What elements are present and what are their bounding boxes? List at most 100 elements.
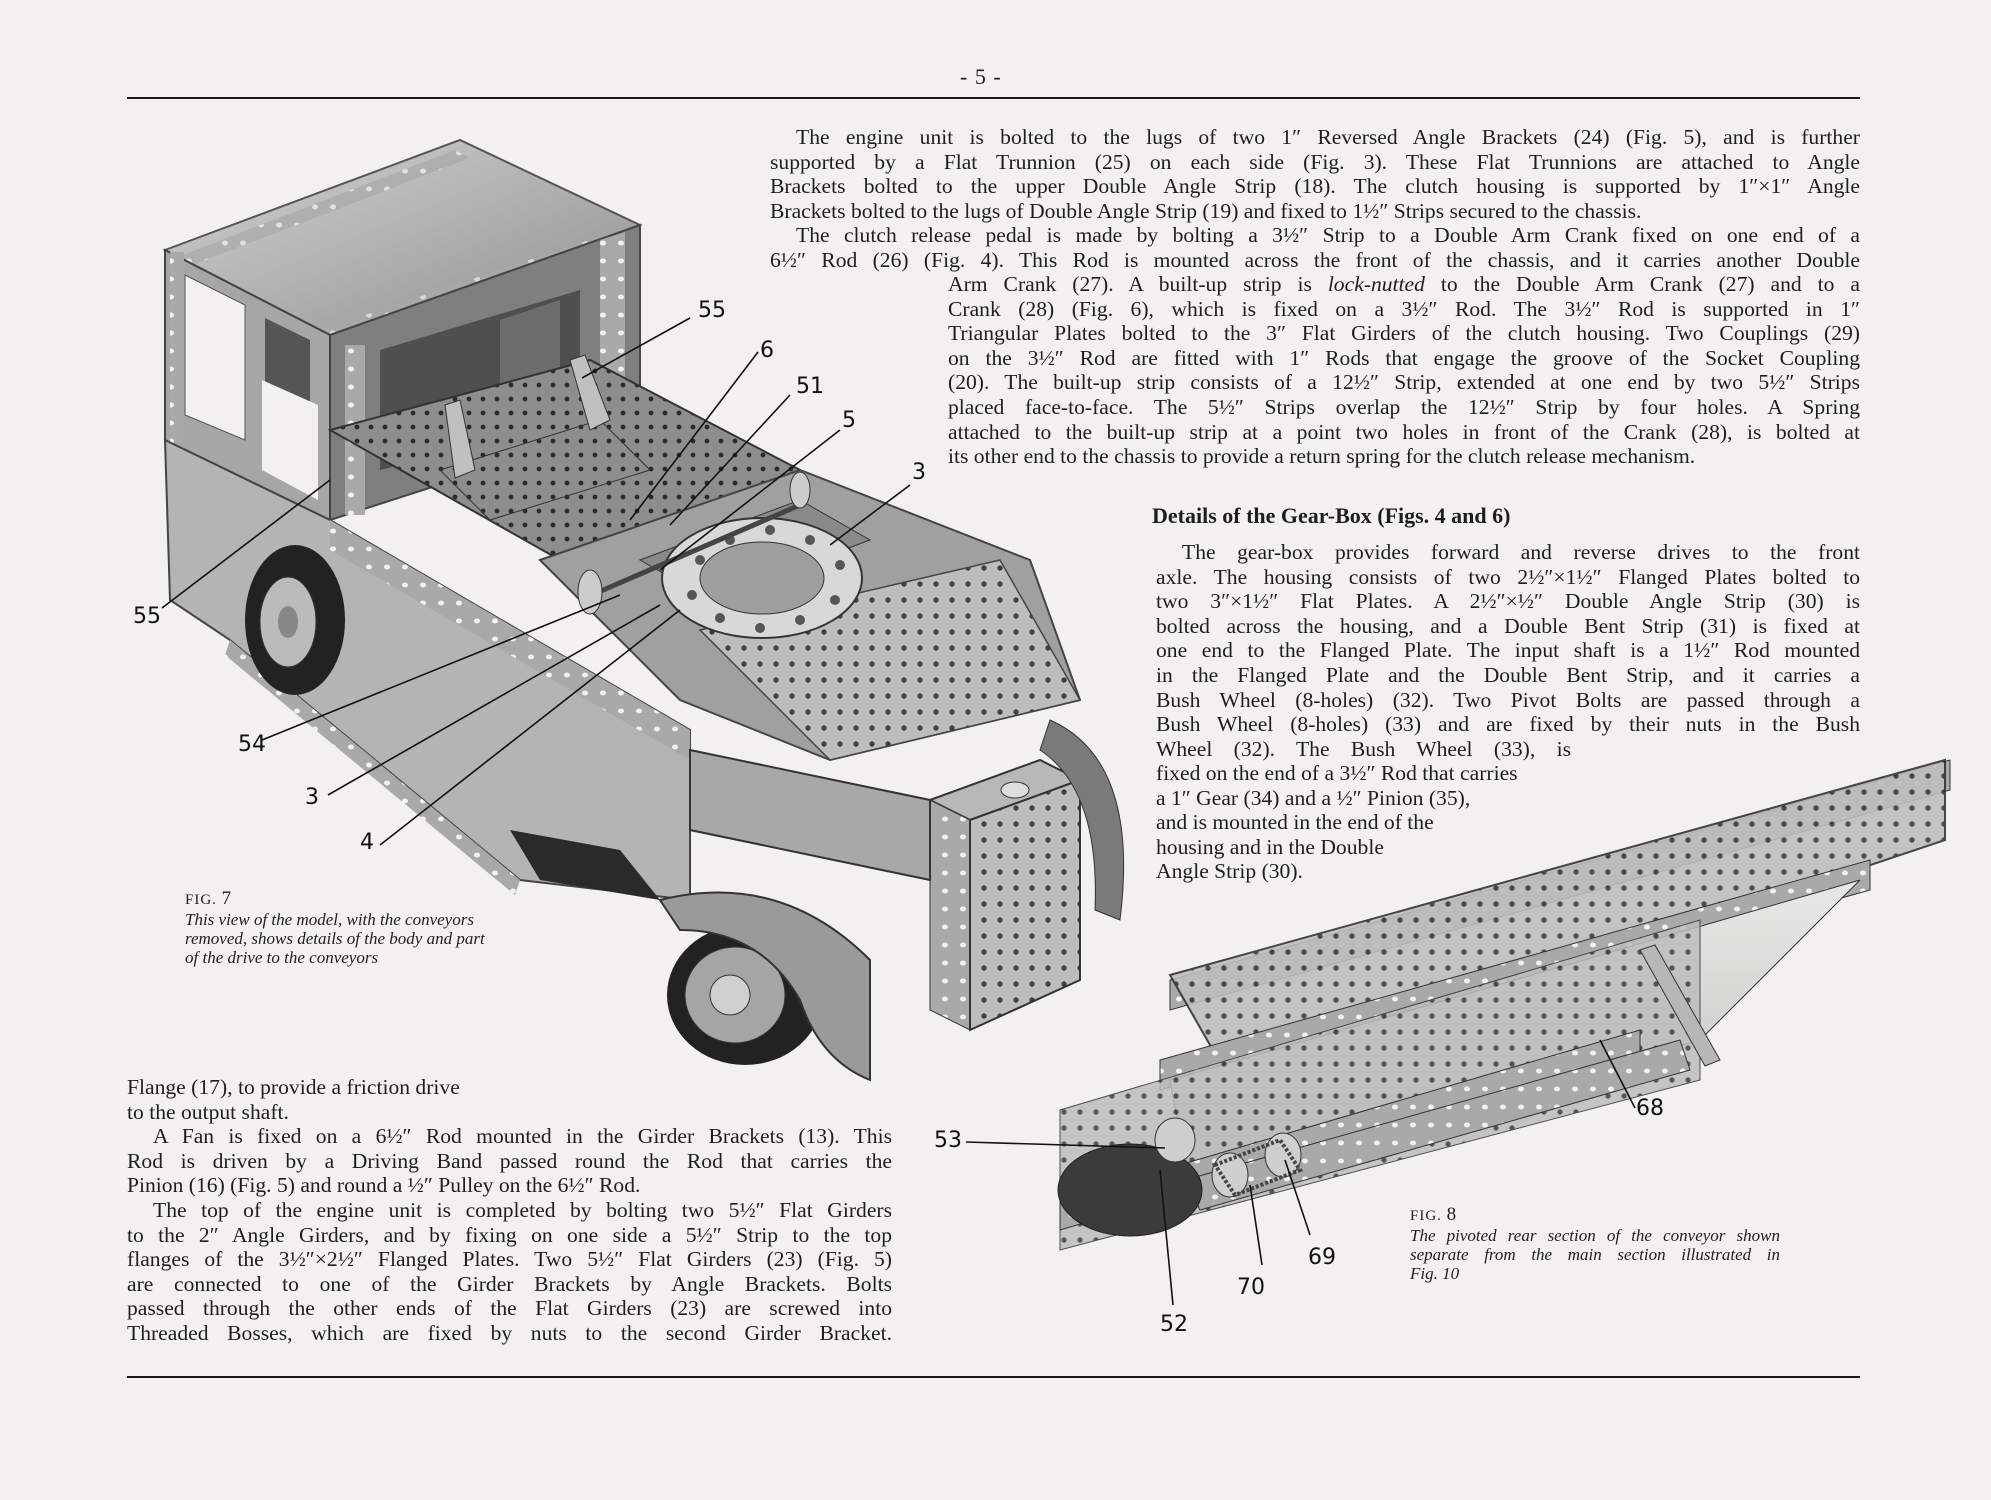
text-line: Pinion (16) (Fig. 5) and round a ½″ Pull… bbox=[127, 1173, 641, 1198]
text-line: Threaded Bosses, which are fixed by nuts… bbox=[127, 1320, 892, 1345]
text-line: placed face-to-face. The 5½″ Strips over… bbox=[948, 394, 1860, 419]
cab bbox=[162, 138, 643, 522]
callout-52: 52 bbox=[1160, 1312, 1188, 1337]
text-line: to the output shaft. bbox=[127, 1099, 289, 1124]
leader-6 bbox=[629, 351, 759, 521]
callout-70: 70 bbox=[1237, 1275, 1265, 1300]
leader-52 bbox=[1159, 1169, 1174, 1306]
text-line: Crank (28) (Fig. 6), which is fixed on a… bbox=[948, 296, 1860, 321]
callout-6: 6 bbox=[760, 338, 774, 363]
caption-line: separate from the main section illustrat… bbox=[1410, 1245, 1780, 1264]
text-line: Triangular Plates bolted to the 3″ Flat … bbox=[948, 321, 1860, 346]
text-line: are connected to one of the Girder Brack… bbox=[127, 1271, 892, 1296]
engine-unit-paragraph: The engine unit is bolted to the lugs of… bbox=[770, 125, 1860, 273]
text-line: flanges of the 3½″×2½″ Flanged Plates. T… bbox=[127, 1247, 892, 1272]
text-run: Arm Crank (27). A built-up strip is bbox=[948, 272, 1328, 296]
callout-55-left: 55 bbox=[133, 604, 161, 629]
fig-number: 8 bbox=[1446, 1204, 1458, 1225]
gearbox-paragraph-continued: fixed on the end of a 3½″ Rod that carri… bbox=[1156, 761, 1576, 884]
callout-68: 68 bbox=[1636, 1096, 1664, 1121]
callout-3-left: 3 bbox=[305, 785, 319, 810]
leader-54 bbox=[261, 594, 621, 741]
text-line: on the 3½″ Rod are fitted with 1″ Rods t… bbox=[948, 345, 1860, 370]
leader-51 bbox=[669, 394, 791, 526]
figure-7-caption-text: This view of the model, with the conveyo… bbox=[185, 910, 485, 967]
callout-55-top: 55 bbox=[698, 298, 726, 323]
figure-8-label: FIG. 8 bbox=[1410, 1204, 1780, 1226]
leader-68 bbox=[1599, 1039, 1636, 1109]
text-line: Rod is driven by a Driving Band passed r… bbox=[127, 1148, 892, 1173]
text-line: passed through the other ends of the Fla… bbox=[127, 1296, 892, 1321]
figure-8-caption-text: The pivoted rear section of the conveyor… bbox=[1410, 1226, 1780, 1283]
text-line: The gear-box provides forward and revers… bbox=[1182, 540, 1860, 564]
text-line: and is mounted in the end of the bbox=[1156, 810, 1434, 835]
text-line: 6½″ Rod (26) (Fig. 4). This Rod is mount… bbox=[770, 247, 1860, 272]
callout-69: 69 bbox=[1308, 1245, 1336, 1270]
leader-69 bbox=[1284, 1159, 1311, 1236]
caption-line: of the drive to the conveyors bbox=[185, 948, 379, 967]
text-line: A Fan is fixed on a 6½″ Rod mounted in t… bbox=[153, 1124, 892, 1149]
text-line: two 3″×1½″ Flat Plates. A 2½″×½″ Double … bbox=[1156, 589, 1860, 614]
leader-53 bbox=[965, 1141, 1166, 1149]
fig-number: 7 bbox=[221, 888, 233, 909]
body-side bbox=[163, 354, 803, 902]
text-line: Brackets bolted to the upper Double Angl… bbox=[770, 174, 1860, 199]
text-run: to the Double Arm Crank (27) and to a bbox=[1424, 272, 1860, 296]
leader-55-left bbox=[161, 479, 331, 609]
figure-7-caption: FIG. 7 This view of the model, with the … bbox=[185, 888, 485, 967]
text-line: The engine unit is bolted to the lugs of… bbox=[796, 125, 1860, 149]
text-line: (20). The built-up strip consists of a 1… bbox=[948, 370, 1860, 395]
callout-5: 5 bbox=[842, 408, 856, 433]
text-line: Arm Crank (27). A built-up strip is lock… bbox=[948, 272, 1860, 297]
figure-8-caption: FIG. 8 The pivoted rear section of the c… bbox=[1410, 1204, 1780, 1283]
text-line: Wheel (32). The Bush Wheel (33), is bbox=[1156, 736, 1571, 761]
text-line: bolted across the housing, and a Double … bbox=[1156, 613, 1860, 638]
top-rule bbox=[127, 97, 1860, 99]
bonnet bbox=[538, 468, 1082, 762]
gearbox-heading: Details of the Gear-Box (Figs. 4 and 6) bbox=[1152, 503, 1511, 528]
caption-line: This view of the model, with the conveyo… bbox=[185, 910, 474, 929]
caption-line: removed, shows details of the body and p… bbox=[185, 929, 485, 948]
caption-line: The pivoted rear section of the conveyor… bbox=[1410, 1226, 1780, 1245]
leader-5 bbox=[659, 429, 841, 571]
gearbox-paragraph: The gear-box provides forward and revers… bbox=[1156, 540, 1860, 761]
fig-label: FIG. bbox=[1410, 1208, 1442, 1224]
leader-3-top bbox=[829, 484, 911, 546]
callout-53: 53 bbox=[934, 1128, 962, 1153]
leader-3-left bbox=[327, 604, 661, 796]
callout-54: 54 bbox=[238, 732, 266, 757]
callout-4: 4 bbox=[360, 830, 374, 855]
text-line: one end to the Flanged Plate. The input … bbox=[1156, 638, 1860, 663]
text-line: in the Flanged Plate and the Double Bent… bbox=[1156, 662, 1860, 687]
text-line: a 1″ Gear (34) and a ½″ Pinion (35), bbox=[1156, 785, 1471, 810]
text-line: to the 2″ Angle Girders, and by fixing o… bbox=[127, 1222, 892, 1247]
fig-label: FIG. bbox=[185, 892, 217, 908]
text-line: housing and in the Double bbox=[1156, 834, 1384, 859]
text-line: attached to the built-up strip at a poin… bbox=[948, 419, 1860, 444]
text-line: The top of the engine unit is completed … bbox=[153, 1197, 892, 1222]
italic-term: lock-nutted bbox=[1327, 272, 1425, 296]
bottom-rule bbox=[127, 1376, 1860, 1378]
text-line: Angle Strip (30). bbox=[1156, 859, 1303, 884]
callout-3-top: 3 bbox=[912, 460, 926, 485]
clutch-pedal-paragraph: Arm Crank (27). A built-up strip is lock… bbox=[948, 272, 1860, 469]
leader-55-top bbox=[581, 317, 691, 379]
text-line: axle. The housing consists of two 2½″×1½… bbox=[1156, 564, 1860, 589]
text-line: supported by a Flat Trunnion (25) on eac… bbox=[770, 149, 1860, 174]
radiator bbox=[689, 748, 1083, 1032]
caption-line: Fig. 10 bbox=[1410, 1264, 1460, 1283]
text-line: its other end to the chassis to provide … bbox=[948, 444, 1696, 469]
leader-4 bbox=[379, 609, 681, 846]
text-line: Flange (17), to provide a friction drive bbox=[127, 1075, 460, 1099]
wheels bbox=[245, 545, 1125, 1082]
callout-51: 51 bbox=[796, 374, 824, 399]
figure-7-label: FIG. 7 bbox=[185, 888, 485, 910]
text-line: The clutch release pedal is made by bolt… bbox=[796, 223, 1860, 248]
page-number: - 5 - bbox=[960, 64, 1002, 89]
fan-paragraph: Flange (17), to provide a friction drive… bbox=[127, 1075, 892, 1346]
text-line: Bush Wheel (8-holes) (32). Two Pivot Bol… bbox=[1156, 687, 1860, 712]
text-line: Bush Wheel (8-holes) (33) and are fixed … bbox=[1156, 712, 1860, 737]
text-line: fixed on the end of a 3½″ Rod that carri… bbox=[1156, 761, 1518, 785]
text-line: Brackets bolted to the lugs of Double An… bbox=[770, 198, 1642, 223]
leader-70 bbox=[1249, 1184, 1263, 1266]
